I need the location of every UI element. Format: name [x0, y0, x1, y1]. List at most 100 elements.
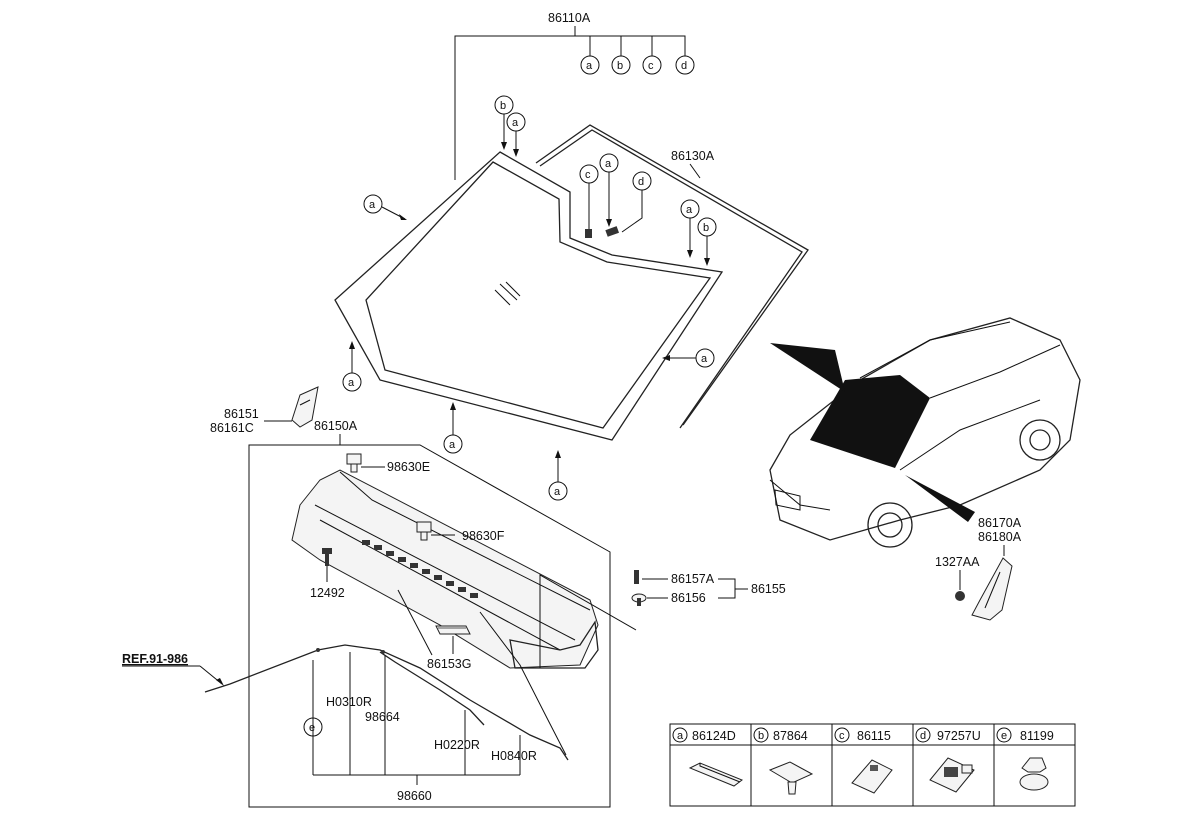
svg-text:d: d: [920, 730, 926, 742]
clip-1327AA[interactable]: [955, 591, 965, 601]
callout-glass-a6: a: [662, 348, 715, 368]
windshield-moulding[interactable]: [535, 124, 809, 429]
callout-glass-a7: a: [443, 402, 463, 454]
svg-text:a: a: [348, 377, 355, 389]
svg-text:d: d: [638, 176, 644, 188]
callout-glass-b2: b: [697, 217, 717, 266]
label-1327AA[interactable]: 1327AA: [935, 555, 980, 569]
legend-cell-c[interactable]: c 86115: [834, 727, 893, 794]
fastener-86156[interactable]: [631, 593, 647, 606]
svg-text:a: a: [605, 158, 612, 170]
svg-text:97257U: 97257U: [937, 729, 981, 743]
callout-glass-c: c: [579, 164, 599, 238]
leader-12492: 12492: [310, 566, 345, 600]
label-86150A[interactable]: 86150A: [314, 419, 358, 433]
svg-text:81199: 81199: [1020, 729, 1054, 743]
svg-text:c: c: [839, 730, 845, 742]
cowl-side-cover[interactable]: [291, 386, 319, 428]
label-86110A[interactable]: 86110A: [548, 11, 591, 25]
legend-cell-e[interactable]: e 81199: [996, 727, 1054, 791]
label-86155[interactable]: 86155: [751, 582, 786, 596]
svg-text:a: a: [677, 730, 684, 742]
label-12492[interactable]: 12492: [310, 586, 345, 600]
svg-text:c: c: [585, 169, 591, 181]
screw-12492[interactable]: [322, 548, 332, 566]
svg-text:87864: 87864: [773, 729, 808, 743]
svg-text:b: b: [617, 60, 623, 72]
label-H0220R[interactable]: H0220R: [434, 738, 480, 752]
washer-nozzle-f[interactable]: [416, 521, 432, 541]
svg-text:a: a: [701, 353, 708, 365]
label-86157A[interactable]: 86157A: [671, 572, 715, 586]
label-86130A[interactable]: 86130A: [671, 149, 715, 163]
label-86161C[interactable]: 86161C: [210, 421, 254, 435]
cowl-top-panel[interactable]: [291, 469, 599, 669]
callout-hose-e: e: [303, 717, 323, 737]
cowl-box: 86150A: [248, 419, 611, 808]
fastener-86157A[interactable]: [634, 570, 639, 584]
leader-98630E: 98630E: [361, 460, 430, 474]
svg-text:e: e: [1001, 730, 1007, 742]
callout-top-a: a: [580, 55, 600, 75]
svg-text:a: a: [554, 486, 561, 498]
callout-glass-a1: a: [506, 112, 526, 157]
moulding-clip-icon: [688, 762, 744, 787]
label-98660[interactable]: 98660: [397, 789, 432, 803]
svg-text:b: b: [500, 100, 506, 112]
clip-icon: [768, 761, 814, 795]
svg-text:e: e: [309, 722, 315, 734]
label-86151[interactable]: 86151: [224, 407, 259, 421]
callout-top-d: d: [675, 55, 695, 75]
svg-text:b: b: [758, 730, 764, 742]
leader-1327AA: 1327AA: [935, 555, 980, 590]
callout-top-c: c: [642, 55, 662, 75]
svg-text:b: b: [703, 222, 709, 234]
svg-text:a: a: [686, 204, 693, 216]
label-H0310R[interactable]: H0310R: [326, 695, 372, 709]
legend-cell-b[interactable]: b 87864: [753, 727, 814, 795]
washer-hose-assembly[interactable]: [204, 611, 569, 761]
svg-text:a: a: [449, 439, 456, 451]
leader-86110A: 86110A: [454, 11, 686, 180]
callout-top-b: b: [611, 55, 631, 75]
leader-86153G: 86153G: [397, 589, 471, 671]
label-98664[interactable]: 98664: [365, 710, 400, 724]
hose-clip-icon: [1019, 757, 1049, 791]
leader-86151: 86151 86161C: [210, 407, 292, 435]
svg-text:c: c: [648, 60, 654, 72]
svg-text:a: a: [586, 60, 593, 72]
leader-86155: 86157A 86156 86155: [539, 572, 786, 668]
cowl-seal-86153G[interactable]: [435, 625, 471, 635]
label-86170A[interactable]: 86170A: [978, 516, 1022, 530]
side-garnish-86170A[interactable]: [971, 557, 1013, 621]
callout-glass-a8: a: [548, 450, 568, 501]
label-ref-91-986[interactable]: REF.91-986: [122, 652, 188, 666]
callout-glass-a5: a: [342, 341, 362, 392]
label-86180A[interactable]: 86180A: [978, 530, 1022, 544]
legend-cell-a[interactable]: a 86124D: [672, 727, 744, 787]
label-86156[interactable]: 86156: [671, 591, 706, 605]
cowl-vent-slots: [362, 540, 478, 598]
label-98630F[interactable]: 98630F: [462, 529, 505, 543]
callout-glass-d: d: [605, 171, 652, 237]
callout-glass-a4: a: [680, 199, 700, 258]
washer-nozzle-e[interactable]: [346, 453, 362, 473]
legend-cell-d[interactable]: d 97257U: [915, 727, 981, 793]
svg-text:86124D: 86124D: [692, 729, 736, 743]
leader-98630F: 98630F: [431, 529, 505, 543]
label-H0840R[interactable]: H0840R: [491, 749, 537, 763]
svg-text:a: a: [369, 199, 376, 211]
label-98630E[interactable]: 98630E: [387, 460, 430, 474]
ref-label: REF.91-986: [122, 652, 224, 686]
windshield-glass[interactable]: [334, 151, 724, 441]
label-86153G[interactable]: 86153G: [427, 657, 471, 671]
svg-text:d: d: [681, 60, 687, 72]
callout-glass-a3: a: [599, 153, 619, 227]
car-illustration: [769, 317, 1081, 548]
leader-86170A: 86170A 86180A: [978, 516, 1022, 556]
legend-table: a 86124D b 87864 c 86115 d 97257: [669, 723, 1076, 807]
callout-glass-a2: a: [363, 194, 407, 220]
svg-text:86115: 86115: [857, 729, 891, 743]
callout-glass-b: b: [494, 95, 514, 150]
